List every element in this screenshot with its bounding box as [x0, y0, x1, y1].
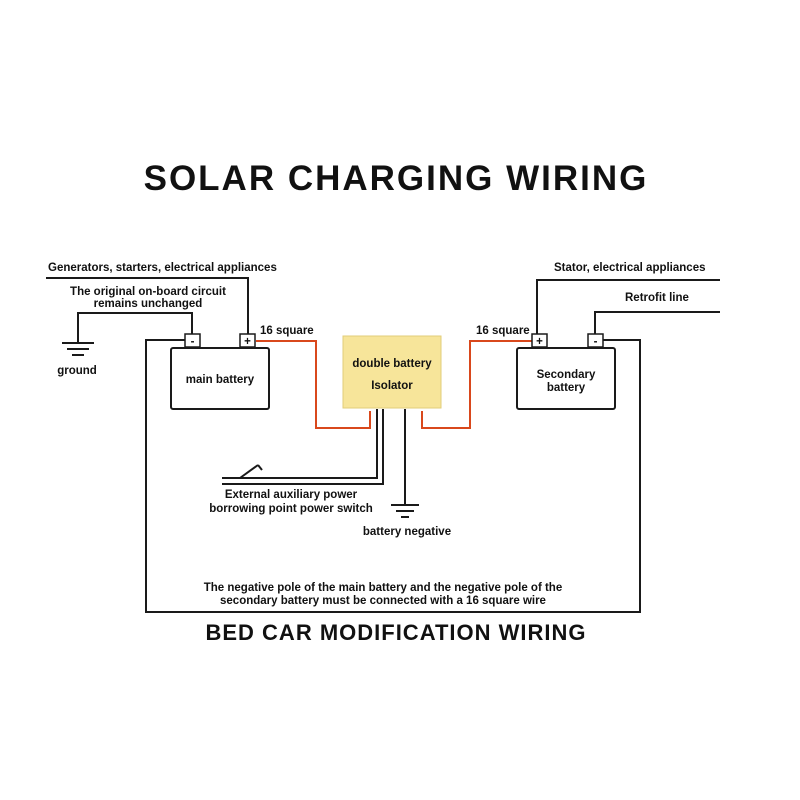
battery-negative-label: battery negative — [363, 526, 451, 538]
battery-negative-ground-icon — [391, 504, 419, 518]
retrofit-label: Retrofit line — [625, 292, 689, 304]
right-wire-gauge-label: 16 square — [476, 325, 530, 337]
ground-label: ground — [57, 365, 97, 377]
stator-label: Stator, electrical appliances — [554, 262, 706, 274]
note-line2: secondary battery must be connected with… — [220, 595, 546, 607]
isolator-label-line2: Isolator — [371, 380, 413, 392]
isolator-box — [342, 335, 442, 409]
stator-wire — [536, 279, 720, 336]
secondary-battery-negative-terminal — [587, 333, 604, 348]
onboard-circuit-label-line1: The original on-board circuit — [70, 286, 226, 298]
onboard-circuit-label-line2: remains unchanged — [94, 298, 203, 310]
main-battery — [170, 333, 270, 410]
diagram-title: SOLAR CHARGING WIRING — [144, 159, 649, 198]
main-battery-positive-terminal — [239, 333, 256, 348]
left-wire-gauge-label: 16 square — [260, 325, 314, 337]
generators-label: Generators, starters, electrical applian… — [48, 262, 277, 274]
negative-bus-wire — [145, 339, 641, 613]
switch-wire-2 — [222, 409, 384, 485]
secondary-battery — [516, 333, 616, 410]
main-battery-negative-terminal — [184, 333, 201, 348]
note-line1: The negative pole of the main battery an… — [204, 582, 562, 594]
main-battery-label: main battery — [186, 374, 255, 386]
ground-icon — [62, 342, 94, 356]
secondary-battery-label-line1: Secondary — [537, 369, 596, 381]
secondary-battery-label-line2: battery — [547, 382, 586, 394]
retrofit-wire — [594, 311, 720, 336]
onboard-circuit-wire — [77, 312, 193, 343]
switch-label-line2: borrowing point power switch — [209, 503, 373, 515]
isolator-label-line1: double battery — [352, 358, 432, 370]
secondary-battery-plus-sign: + — [536, 336, 543, 348]
generators-wire — [46, 277, 249, 336]
main-positive-wire — [256, 340, 371, 429]
secondary-battery-minus-sign: - — [594, 336, 598, 348]
switch-wire-1 — [222, 409, 378, 479]
diagram-subtitle: BED CAR MODIFICATION WIRING — [205, 620, 586, 645]
main-battery-plus-sign: + — [244, 336, 251, 348]
switch-label-line1: External auxiliary power — [225, 489, 358, 501]
switch-icon — [239, 464, 263, 479]
secondary-positive-wire — [421, 340, 533, 429]
secondary-battery-positive-terminal — [531, 333, 548, 348]
main-battery-minus-sign: - — [191, 336, 195, 348]
